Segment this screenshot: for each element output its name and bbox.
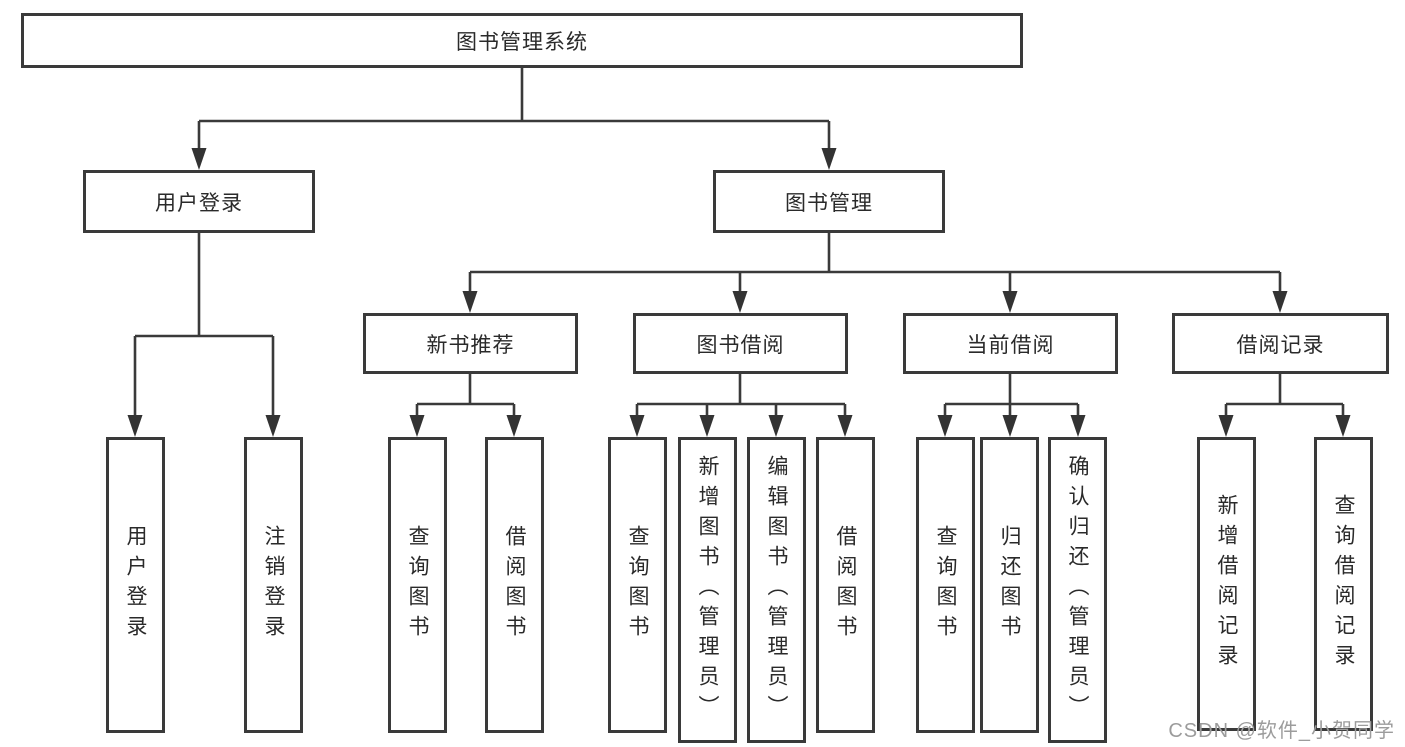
node-label: 确认归还（管理员） bbox=[1066, 455, 1089, 725]
node-label: 借阅图书 bbox=[834, 525, 857, 645]
node-user-login-branch: 用户登录 bbox=[83, 170, 315, 233]
node-label: 注销登录 bbox=[262, 525, 285, 645]
node-label: 借阅图书 bbox=[503, 525, 526, 645]
node-label: 图书借阅 bbox=[696, 333, 785, 357]
node-borrow-records: 借阅记录 bbox=[1172, 313, 1389, 374]
leaf-borrow-books: 借阅图书 bbox=[816, 437, 875, 733]
node-label: 查询图书 bbox=[626, 525, 649, 645]
node-book-borrow: 图书借阅 bbox=[633, 313, 848, 374]
leaf-user-login: 用户登录 bbox=[106, 437, 165, 733]
leaf-add-borrow-record: 新增借阅记录 bbox=[1197, 437, 1256, 731]
node-label: 查询图书 bbox=[406, 525, 429, 645]
leaf-query-books-borrow: 查询图书 bbox=[608, 437, 667, 733]
node-label: 新书推荐 bbox=[426, 333, 515, 357]
leaf-add-book-admin: 新增图书（管理员） bbox=[678, 437, 737, 743]
node-label: 查询图书 bbox=[934, 525, 957, 645]
node-label: 查询借阅记录 bbox=[1332, 494, 1355, 674]
leaf-borrow-books-recommend: 借阅图书 bbox=[485, 437, 544, 733]
node-book-management-branch: 图书管理 bbox=[713, 170, 945, 233]
watermark: CSDN @软件_小贺同学 bbox=[1168, 720, 1395, 742]
node-new-book-recommend: 新书推荐 bbox=[363, 313, 578, 374]
node-library-system-root: 图书管理系统 bbox=[21, 13, 1023, 68]
node-label: 当前借阅 bbox=[966, 333, 1055, 357]
node-label: 用户登录 bbox=[124, 525, 147, 645]
node-label: 新增借阅记录 bbox=[1215, 494, 1238, 674]
node-label: 借阅记录 bbox=[1236, 333, 1325, 357]
leaf-query-books-current: 查询图书 bbox=[916, 437, 975, 733]
node-label: 图书管理 bbox=[785, 191, 873, 215]
node-current-borrow: 当前借阅 bbox=[903, 313, 1118, 374]
node-label: 编辑图书（管理员） bbox=[765, 455, 788, 725]
leaf-query-books-recommend: 查询图书 bbox=[388, 437, 447, 733]
node-label: 归还图书 bbox=[998, 525, 1021, 645]
leaf-confirm-return-admin: 确认归还（管理员） bbox=[1048, 437, 1107, 743]
node-label: 新增图书（管理员） bbox=[696, 455, 719, 725]
node-label: 用户登录 bbox=[155, 191, 243, 215]
leaf-query-borrow-record: 查询借阅记录 bbox=[1314, 437, 1373, 731]
node-label: 图书管理系统 bbox=[456, 30, 588, 54]
leaf-return-book: 归还图书 bbox=[980, 437, 1039, 733]
leaf-logout: 注销登录 bbox=[244, 437, 303, 733]
leaf-edit-book-admin: 编辑图书（管理员） bbox=[747, 437, 806, 743]
